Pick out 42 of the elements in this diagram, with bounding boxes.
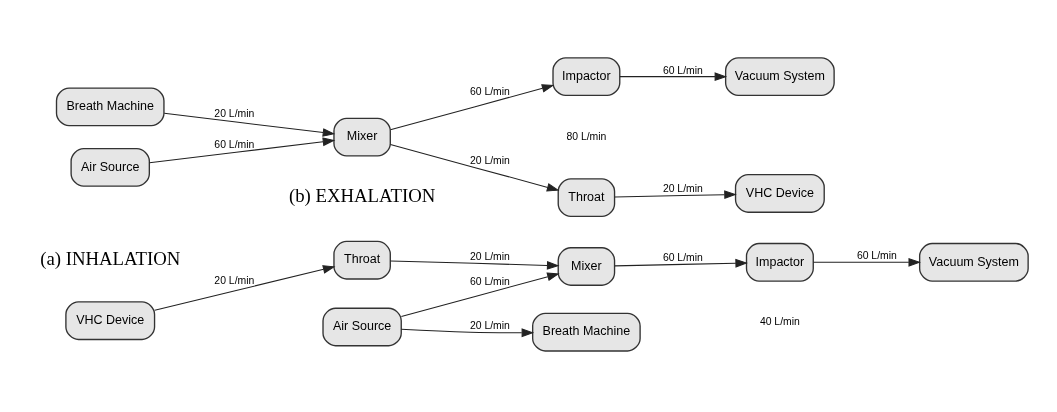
edge-label: 60 L/min	[469, 85, 510, 97]
arrow	[389, 143, 560, 191]
label: (b) EXHALATION	[288, 184, 436, 206]
edge-label: 20 L/min	[469, 319, 510, 331]
arrow	[400, 272, 560, 317]
node-box: Air Source	[70, 147, 150, 187]
label: 40 L/min	[759, 315, 800, 327]
arrow	[812, 257, 921, 267]
node-box: Throat	[333, 240, 391, 280]
edge-label: 20 L/min	[214, 274, 255, 286]
node-box: Vacuum System	[918, 242, 1029, 282]
node-box: Breath Machine	[532, 312, 641, 352]
edge-label: 60 L/min	[469, 275, 510, 287]
label: (a) INHALATION	[40, 247, 181, 269]
arrow	[614, 189, 737, 199]
node-box: Mixer	[333, 117, 391, 157]
arrow	[163, 112, 336, 137]
node-box: Vacuum System	[724, 56, 835, 96]
node-box: Throat	[557, 177, 616, 217]
node-box: Air Source	[322, 307, 402, 346]
edge-label: 20 L/min	[469, 250, 510, 262]
arrow	[619, 71, 728, 81]
arrow	[389, 83, 555, 130]
arrow	[614, 258, 748, 268]
edge-label: 20 L/min	[214, 107, 255, 119]
label: 80 L/min	[566, 130, 607, 142]
arrow	[389, 259, 560, 270]
node-box: Impactor	[552, 56, 621, 96]
node-box: Breath Machine	[55, 86, 165, 126]
node-box: VHC Device	[734, 173, 825, 213]
node-box: VHC Device	[65, 300, 156, 340]
node-box: Impactor	[745, 242, 814, 282]
edge-label: 60 L/min	[856, 249, 897, 261]
arrow	[154, 264, 336, 311]
arrow	[148, 136, 336, 163]
edge-label: 60 L/min	[662, 64, 703, 76]
edge-label: 20 L/min	[469, 154, 510, 166]
edge-label: 60 L/min	[662, 251, 703, 263]
node-box: Mixer	[557, 246, 616, 286]
edge-label: 20 L/min	[662, 182, 703, 194]
edge-label: 60 L/min	[214, 138, 255, 150]
arrow	[400, 327, 535, 337]
